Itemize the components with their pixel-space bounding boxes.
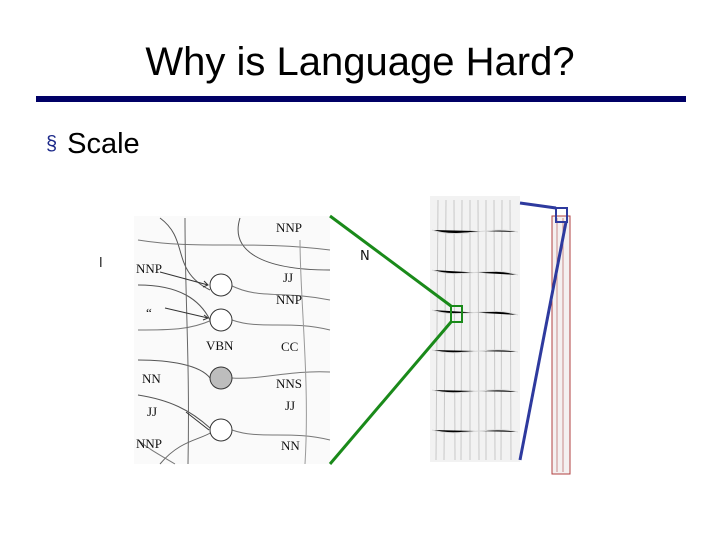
tag-label: VBN xyxy=(206,338,234,353)
lattice-node xyxy=(209,308,233,332)
tag-label: NN xyxy=(281,438,300,453)
bullet-marker: § xyxy=(46,133,58,155)
lattice-node xyxy=(209,418,233,442)
right-fragment-char: N xyxy=(360,249,370,264)
tag-label: JJ xyxy=(283,270,293,285)
lattice-node xyxy=(209,273,233,297)
tag-label: “ xyxy=(146,305,152,320)
lattice-node-highlighted xyxy=(209,366,233,390)
tag-label: NNP xyxy=(276,292,302,307)
title-rule xyxy=(36,96,686,102)
tag-label: NNP xyxy=(136,436,162,451)
tag-label: NNP xyxy=(136,261,162,276)
left-fragment-char: l xyxy=(99,256,103,271)
lattice-detail-panel: NNP NNP JJ NNP “ VBN CC NN NNS JJ JJ NNP… xyxy=(134,216,331,465)
tag-label: JJ xyxy=(285,398,295,413)
bullet-text: Scale xyxy=(67,128,140,160)
zoom-box-blue xyxy=(555,207,568,223)
tag-label: NN xyxy=(142,371,161,386)
slide-title: Why is Language Hard? xyxy=(145,40,575,84)
tag-label: CC xyxy=(281,339,298,354)
tag-label: NNP xyxy=(276,220,302,235)
bullet-item: § Scale xyxy=(46,128,140,161)
zoom-green xyxy=(328,214,463,465)
tag-label: NNS xyxy=(276,376,302,391)
zoom-box-green xyxy=(450,305,463,323)
full-lattice-strip xyxy=(551,215,571,475)
zoom-blue xyxy=(518,201,568,461)
tag-label: JJ xyxy=(147,404,157,419)
